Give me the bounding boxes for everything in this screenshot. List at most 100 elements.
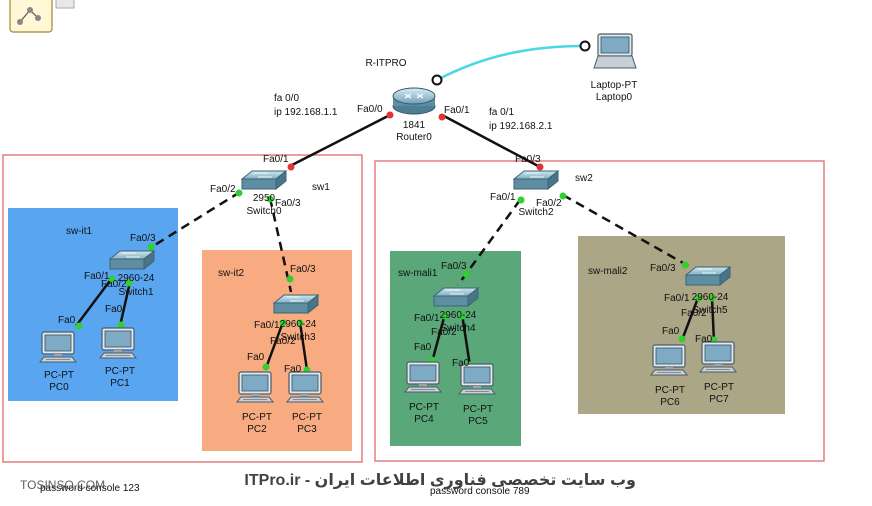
topology-tool-icon[interactable] [9,0,75,33]
pc6-model: PC-PT [655,385,685,396]
switch0-icon[interactable] [241,170,287,190]
links [75,44,716,371]
pc5-model: PC-PT [463,404,493,415]
switch0-model: 2950 [253,193,276,204]
port-label: Fa0/3 [130,233,156,244]
router-model: 1841 [403,120,426,131]
port-label: Fa0/3 [290,264,316,275]
area-sw-mali2 [578,236,785,414]
label-sw1: sw1 [312,182,330,193]
switch3-model: 2960-24 [280,319,317,330]
switch3-name: Switch3 [280,332,315,343]
port-label: Fa0/2 [210,184,236,195]
pc7-model: PC-PT [704,382,734,393]
port-label: Fa0 [414,342,432,353]
pc3-name: PC3 [297,424,317,435]
switch1-name: Switch1 [118,287,153,298]
area-sw-it2 [202,250,352,451]
port-label: Fa0 [695,334,713,345]
area-sw-mali1 [390,251,521,446]
port-label: Fa0/1 [490,192,516,203]
port-label: Fa0/3 [650,263,676,274]
switch2-icon[interactable] [513,170,559,190]
port-label: Fa0/1 [263,154,289,165]
switch4-icon[interactable] [433,287,479,307]
laptop-icon[interactable] [593,33,637,69]
port-label: Fa0/0 [357,104,383,115]
link-router-switch2 [441,113,541,169]
pc2-name: PC2 [247,424,267,435]
link-router-switch0 [289,113,391,168]
label-sw-it2: sw-it2 [218,268,245,279]
pc0-icon[interactable] [39,331,77,363]
switch4-name: Switch4 [440,323,475,334]
port-label: Fa0 [58,315,76,326]
label-sw-it1: sw-it1 [66,226,93,237]
pc2-model: PC-PT [242,412,272,423]
link-switch2-switch4 [456,199,522,286]
port-label: Fa0/2 [536,198,562,209]
note-password-right: password console 789 [430,486,530,497]
pc0-model: PC-PT [44,370,74,381]
port-label: Fa0/1 [414,313,440,324]
note-right-if: fa 0/1 [489,107,514,118]
laptop-model: Laptop-PT [591,80,638,91]
pc2-icon[interactable] [236,371,274,403]
note-left-if: fa 0/0 [274,93,299,104]
port-label: Fa0/3 [275,198,301,209]
pc1-icon[interactable] [99,327,137,359]
port-label: Fa0/1 [664,293,690,304]
pc3-model: PC-PT [292,412,322,423]
note-password-left: password console 123 [40,483,140,494]
switch1-model: 2960-24 [118,273,155,284]
laptop-name: Laptop0 [596,92,633,103]
note-left-ip: ip 192.168.1.1 [274,107,338,118]
port-label: Fa0/3 [441,261,467,272]
switch1-icon[interactable] [109,250,155,270]
link-switch0-switch3 [268,197,293,293]
pc1-model: PC-PT [105,366,135,377]
pc0-name: PC0 [49,382,69,393]
pc7-icon[interactable] [699,341,737,373]
pc4-model: PC-PT [409,402,439,413]
port-label: Fa0 [247,352,265,363]
switch3-icon[interactable] [273,294,319,314]
switch5-name: Switch5 [692,305,727,316]
pc1-name: PC1 [110,378,130,389]
note-right-ip: ip 192.168.2.1 [489,121,553,132]
port-label: Fa0/1 [84,271,110,282]
pc5-name: PC5 [468,416,488,427]
console-link [436,44,586,82]
port-labels: Fa0/0 Fa0/1 Fa0/1 Fa0/2 Fa0/3 Fa0/3 Fa0/… [58,104,713,375]
pc4-icon[interactable] [404,361,442,393]
switch5-icon[interactable] [685,266,731,286]
label-sw-mali2: sw-mali2 [588,266,628,277]
label-sw2: sw2 [575,173,593,184]
port-label: Fa0 [284,364,302,375]
cluster-sw2 [374,160,825,462]
pc6-icon[interactable] [650,344,688,376]
pc6-name: PC6 [660,397,680,408]
switch5-model: 2960-24 [692,292,729,303]
console-end-router [431,74,443,86]
pc3-icon[interactable] [286,371,324,403]
port-label: Fa0/3 [515,154,541,165]
port-label: Fa0/2 [270,336,296,347]
port-label: Fa0/2 [431,327,457,338]
port-label: Fa0/1 [254,320,280,331]
switch0-name: Switch0 [246,206,281,217]
port-label: Fa0/1 [444,105,470,116]
console-end-laptop [579,40,591,52]
switch4-model: 2960-24 [440,310,477,321]
watermark-left: TOSINSO.COM [20,478,105,492]
pc4-name: PC4 [414,414,434,425]
link-switch0-switch1 [149,190,241,250]
port-label: Fa0 [662,326,680,337]
port-label: Fa0 [105,304,123,315]
watermark-right: ITPro.ir - وب سایت تخصصی فناوری اطلاعات … [244,472,636,489]
router-icon[interactable] [392,87,436,115]
label-sw-mali1: sw-mali1 [398,268,438,279]
pc7-name: PC7 [709,394,729,405]
cluster-sw1 [2,154,363,463]
